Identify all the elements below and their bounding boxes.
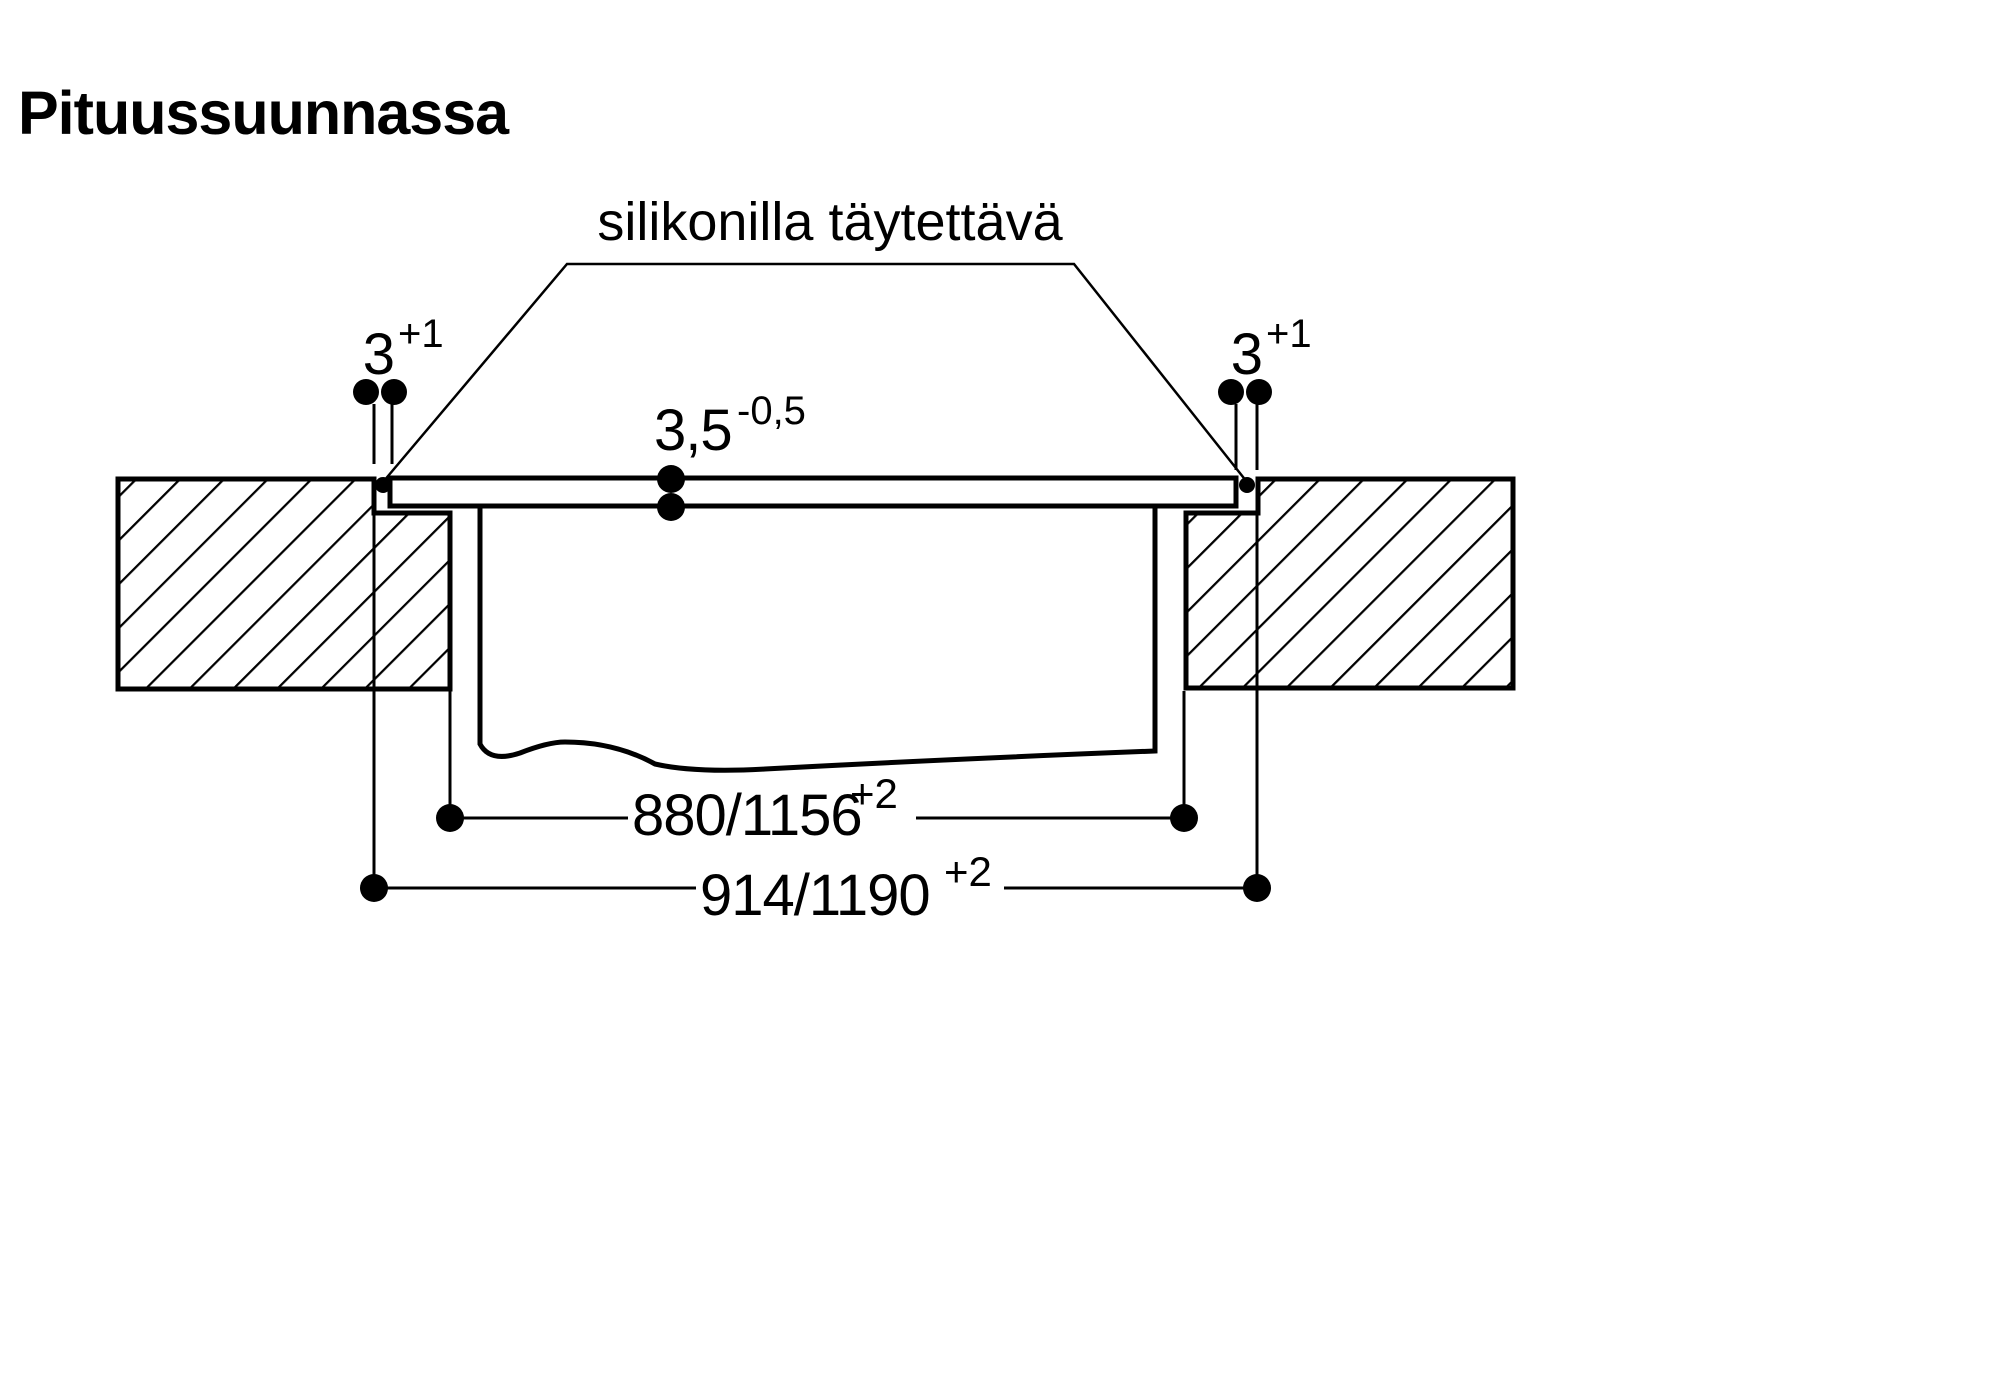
outer-cutout-tolerance: +2 — [944, 848, 992, 895]
thickness-tolerance: -0,5 — [737, 389, 806, 433]
gap-left-marker-dot — [381, 379, 407, 405]
gap-right-value: 3 — [1231, 322, 1262, 387]
page-title: Pituussuunnassa — [18, 79, 510, 147]
outer-cutout-endpoint-dot — [360, 874, 388, 902]
thickness-marker-dot — [657, 465, 685, 493]
inner-cutout-endpoint-dot — [1170, 804, 1198, 832]
gap-left-value: 3 — [363, 322, 394, 387]
silicone-joint-dot-right — [1239, 477, 1255, 493]
countertop-left-section — [115, 476, 453, 692]
gap-right-tolerance: +1 — [1266, 312, 1312, 356]
countertop-right-section — [1183, 476, 1516, 691]
inner-cutout-tolerance: +2 — [850, 770, 898, 817]
outer-cutout-endpoint-dot — [1243, 874, 1271, 902]
cooktop-panel — [387, 475, 1239, 509]
gap-right-marker-dot — [1246, 379, 1272, 405]
silicone-callout-label: silikonilla täytettävä — [597, 192, 1063, 252]
inner-cutout-value: 880/1156 — [632, 783, 862, 848]
gap-left-marker-dot — [353, 379, 379, 405]
silicone-callout-leader — [382, 262, 1248, 483]
gap-right-marker-dot — [1218, 379, 1244, 405]
gap-left-tolerance: +1 — [398, 312, 444, 356]
thickness-value: 3,5 — [654, 398, 732, 463]
thickness-marker-dot — [657, 493, 685, 521]
silicone-joint-dot-left — [375, 477, 391, 493]
outer-cutout-value: 914/1190 — [700, 863, 930, 928]
appliance-body-outline — [477, 506, 1158, 773]
inner-cutout-endpoint-dot — [436, 804, 464, 832]
